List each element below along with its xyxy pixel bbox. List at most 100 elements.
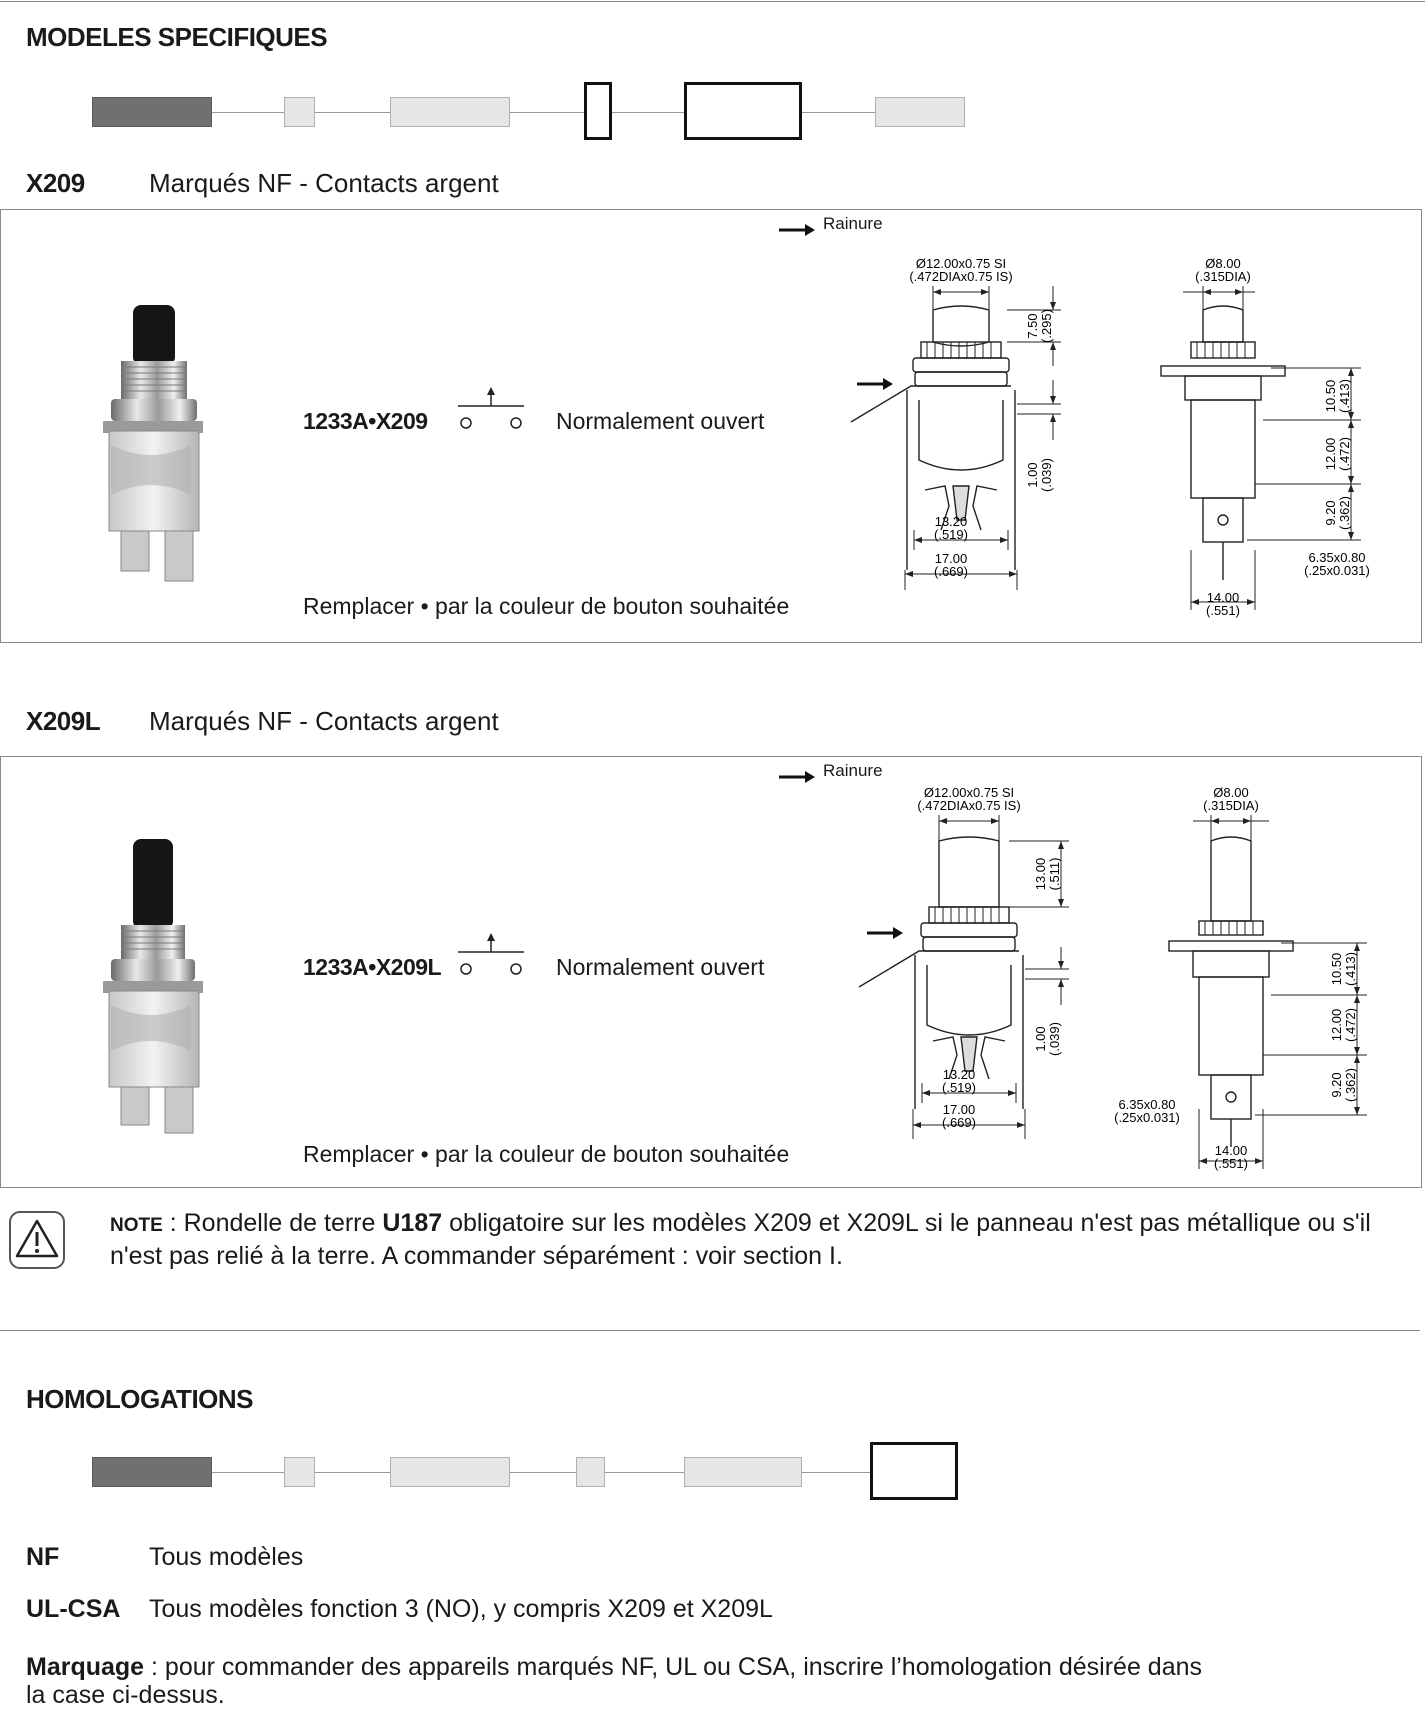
dim-w2-in: (.669) bbox=[942, 1115, 976, 1130]
dim-h3: 9.20 bbox=[1323, 500, 1338, 525]
code-segment-highlight-model bbox=[684, 82, 802, 140]
dim-h1-in: (.413) bbox=[1337, 379, 1352, 413]
section-title-modeles: MODELES SPECIFIQUES bbox=[26, 22, 328, 52]
dim-h2: 12.00 bbox=[1323, 438, 1338, 471]
dim-thread-in: (.472DIAx0.75 IS) bbox=[917, 798, 1020, 813]
arrow-right-icon bbox=[867, 927, 903, 939]
note-sep: : Rondelle de terre bbox=[162, 1209, 383, 1237]
dimension-drawing-side-view: Ø12.00x0.75 SI (.472DIAx0.75 IS) 7.50 (.… bbox=[850, 256, 1061, 590]
dim-thread: Ø12.00x0.75 SI bbox=[916, 256, 1006, 271]
ground-washer-note: NOTE : Rondelle de terre U187 obligatoir… bbox=[110, 1208, 1400, 1271]
arrow-right-icon bbox=[779, 224, 815, 236]
code-segment bbox=[390, 97, 510, 127]
code-segment bbox=[684, 1457, 802, 1487]
dim-thread: Ø12.00x0.75 SI bbox=[924, 785, 1014, 800]
code-segment-highlight-approval bbox=[870, 1442, 958, 1500]
dim-h3-in: (.362) bbox=[1343, 1068, 1358, 1102]
code-segment bbox=[284, 1457, 315, 1487]
part-reference: 1233A•X209 bbox=[303, 408, 428, 434]
replace-note: Remplacer • par la couleur de bouton sou… bbox=[303, 593, 790, 619]
code-segment bbox=[390, 1457, 510, 1487]
approval-key: UL-CSA bbox=[26, 1595, 121, 1623]
dim-button-dia: Ø8.00 bbox=[1205, 256, 1240, 271]
dimension-drawing-front-view: Ø8.00 (.315DIA) 10.50 (.413) 12.00 (.472… bbox=[1114, 785, 1367, 1171]
code-segment bbox=[875, 97, 965, 127]
top-rule bbox=[0, 1, 1425, 2]
dim-h1: 10.50 bbox=[1323, 380, 1338, 413]
dim-button-height: 13.00 bbox=[1033, 858, 1048, 891]
code-connector bbox=[510, 112, 584, 113]
code-segment bbox=[284, 97, 315, 127]
model-description: Marqués NF - Contacts argent bbox=[149, 168, 499, 198]
switch-photo bbox=[103, 839, 203, 1134]
code-segment bbox=[576, 1457, 605, 1487]
dim-w3: 14.00 bbox=[1215, 1143, 1248, 1158]
dim-tab-in: (.25x0.031) bbox=[1304, 563, 1370, 578]
code-connector bbox=[605, 1472, 684, 1473]
part-reference: 1233A•X209L bbox=[303, 954, 442, 980]
dim-w2-in: (.669) bbox=[934, 564, 968, 579]
dim-w1-in: (.519) bbox=[934, 527, 968, 542]
dim-tab: 6.35x0.80 bbox=[1308, 550, 1365, 565]
code-connector bbox=[510, 1472, 576, 1473]
dim-washer-in: (.039) bbox=[1039, 458, 1054, 492]
dim-thread-in: (.472DIAx0.75 IS) bbox=[909, 269, 1012, 284]
dim-washer-in: (.039) bbox=[1047, 1022, 1062, 1056]
dim-tab: 6.35x0.80 bbox=[1118, 1097, 1175, 1112]
code-connector bbox=[212, 112, 284, 113]
dim-h2-in: (.472) bbox=[1343, 1008, 1358, 1042]
dim-button-height-in: (.511) bbox=[1047, 858, 1062, 891]
marking-label: Marquage bbox=[26, 1653, 145, 1681]
model-code: X209L bbox=[26, 706, 101, 736]
section-divider bbox=[0, 1330, 1420, 1331]
dimension-drawing-side-view: Ø12.00x0.75 SI (.472DIAx0.75 IS) 13.00 (… bbox=[858, 785, 1069, 1139]
dim-button-dia: Ø8.00 bbox=[1213, 785, 1248, 800]
code-connector bbox=[612, 112, 684, 113]
warning-triangle-icon bbox=[9, 1211, 65, 1269]
dim-h1-in: (.413) bbox=[1343, 952, 1358, 986]
code-segment-series bbox=[92, 1457, 212, 1487]
dim-h2: 12.00 bbox=[1329, 1009, 1344, 1042]
model-code: X209 bbox=[26, 168, 85, 198]
code-connector bbox=[802, 1472, 870, 1473]
function-label: Normalement ouvert bbox=[556, 954, 765, 980]
dim-button-height-in: (.295) bbox=[1039, 309, 1054, 343]
code-connector bbox=[315, 1472, 390, 1473]
note-part-ref: U187 bbox=[382, 1209, 443, 1237]
model-description: Marqués NF - Contacts argent bbox=[149, 706, 499, 736]
dim-button-dia-in: (.315DIA) bbox=[1195, 269, 1251, 284]
product-panel-x209l: 1233A•X209L Normalement ouvert Remplacer… bbox=[0, 756, 1422, 1188]
dim-w2: 17.00 bbox=[943, 1102, 976, 1117]
dim-w3-in: (.551) bbox=[1206, 603, 1240, 618]
dim-washer: 1.00 bbox=[1025, 462, 1040, 487]
switch-photo bbox=[103, 305, 203, 582]
approval-key: NF bbox=[26, 1543, 60, 1571]
dim-button-height: 7.50 bbox=[1025, 313, 1040, 338]
normally-open-symbol-icon bbox=[458, 387, 524, 429]
dim-h3: 9.20 bbox=[1329, 1072, 1344, 1097]
dim-w3-in: (.551) bbox=[1214, 1156, 1248, 1171]
arrow-right-icon bbox=[857, 378, 893, 390]
dim-button-dia-in: (.315DIA) bbox=[1203, 798, 1259, 813]
dim-w1-in: (.519) bbox=[942, 1080, 976, 1095]
dimension-drawing-front-view: Ø8.00 (.315DIA) 10.50 (.413) 12.00 (.472… bbox=[1160, 256, 1370, 618]
dim-h1: 10.50 bbox=[1329, 953, 1344, 986]
dim-w3: 14.00 bbox=[1207, 590, 1240, 605]
dim-h3-in: (.362) bbox=[1337, 496, 1352, 530]
code-segment-highlight-color bbox=[584, 82, 612, 140]
approval-value: Tous modèles fonction 3 (NO), y compris … bbox=[149, 1595, 773, 1623]
function-label: Normalement ouvert bbox=[556, 408, 765, 434]
code-connector bbox=[315, 112, 390, 113]
dim-w2: 17.00 bbox=[935, 551, 968, 566]
replace-note: Remplacer • par la couleur de bouton sou… bbox=[303, 1141, 790, 1167]
note-text: obligatoire sur les modèles X209 et X209… bbox=[110, 1209, 1371, 1270]
note-label: NOTE bbox=[110, 1215, 163, 1236]
dim-w1: 13.20 bbox=[935, 514, 968, 529]
arrow-right-icon bbox=[779, 771, 815, 783]
groove-legend-label: Rainure bbox=[823, 214, 883, 233]
product-panel-x209: 1233A•X209 Normalement ouvert Remplacer … bbox=[0, 209, 1422, 643]
groove-legend-label: Rainure bbox=[823, 761, 883, 780]
code-connector bbox=[212, 1472, 284, 1473]
marking-instructions: Marquage : pour commander des appareils … bbox=[26, 1653, 1206, 1709]
dim-w1: 13.20 bbox=[943, 1067, 976, 1082]
